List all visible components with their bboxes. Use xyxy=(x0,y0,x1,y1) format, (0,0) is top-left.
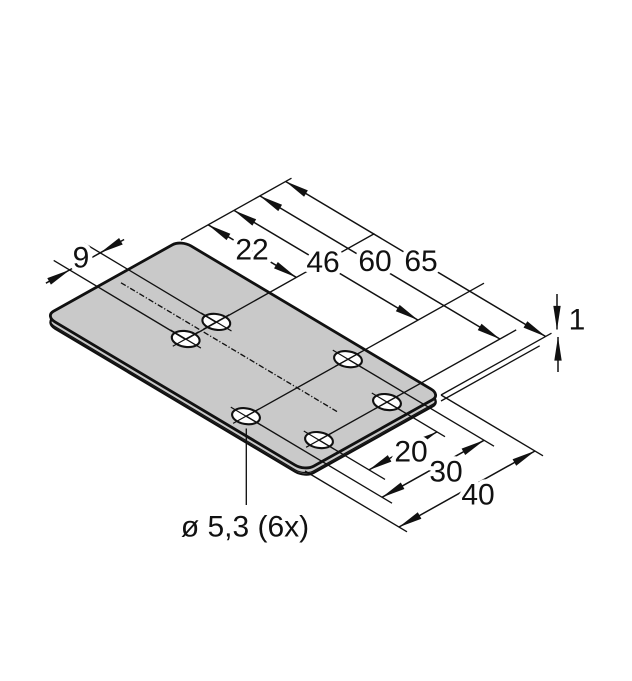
dimension-40-label: 40 xyxy=(461,479,494,512)
dimension-20-label: 20 xyxy=(394,436,427,469)
dimension-65-label: 65 xyxy=(404,245,437,278)
thickness-top-edge-line xyxy=(440,332,552,396)
extension-lines xyxy=(53,177,552,533)
hole-diameter-callout: ø 5,3 (6x) xyxy=(181,511,309,544)
dimension-9-line xyxy=(69,252,101,271)
dimension-9-label: 9 xyxy=(73,242,90,275)
centerline xyxy=(121,283,337,412)
thickness-bottom-edge-line xyxy=(440,345,541,402)
dimension-1-label: 1 xyxy=(569,304,586,337)
dimension-22-label: 22 xyxy=(235,234,268,267)
dimension-60-label: 60 xyxy=(358,245,391,278)
dimension-lines xyxy=(45,180,562,528)
dimension-65-line xyxy=(285,180,547,338)
dimension-30-label: 30 xyxy=(429,456,462,489)
dimension-46-label: 46 xyxy=(306,246,339,279)
dimension-40-line xyxy=(398,450,536,528)
